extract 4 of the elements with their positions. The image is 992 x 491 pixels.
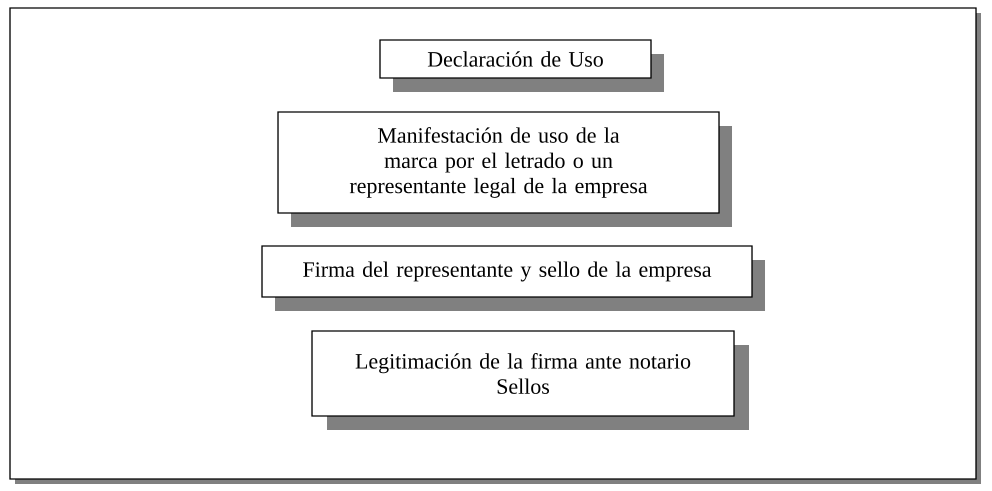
text-box: Declaración de Uso bbox=[379, 39, 664, 92]
text-box: Manifestación de uso de la marca por el letrado o un representante legal de la empresa bbox=[277, 111, 732, 227]
text-box: Firma del representante y sello de la empresa bbox=[261, 245, 765, 311]
text-box: Legitimación de la firma ante notario Sellos bbox=[311, 330, 749, 430]
